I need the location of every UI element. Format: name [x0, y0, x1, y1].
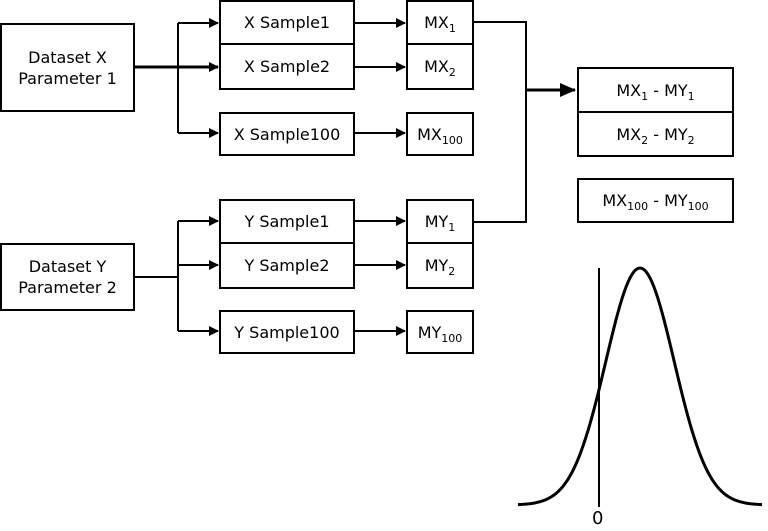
diff-100-box: MX100 - MY100: [577, 178, 734, 223]
y-sample-2-label: Y Sample2: [244, 256, 330, 275]
diff-1-label: MX1 - MY1: [616, 80, 695, 103]
my-100-label: MY100: [417, 322, 463, 345]
x-sample-100-box: X Sample100: [219, 112, 355, 156]
y-sample-1-label: Y Sample1: [244, 212, 330, 231]
diff-2-label: MX2 - MY2: [616, 124, 695, 147]
x-sample-1-box: X Sample1: [219, 0, 355, 45]
x-sample-1-label: X Sample1: [243, 13, 331, 32]
x-sample-100-label: X Sample100: [233, 124, 341, 144]
distribution-plot: [517, 266, 763, 507]
my-2-box: MY2: [406, 242, 474, 289]
my-2-label: MY2: [424, 256, 456, 278]
diff-1-box: MX1 - MY1: [577, 67, 734, 113]
my-100-box: MY100: [406, 310, 474, 354]
y-sample-1-box: Y Sample1: [219, 199, 355, 244]
y-sample-100-box: Y Sample100: [219, 310, 355, 354]
dataset-y-parameter: Parameter 2: [18, 278, 117, 297]
diff-2-box: MX2 - MY2: [577, 111, 734, 157]
zero-tick-label: 0: [592, 508, 604, 529]
mx-100-label: MX100: [417, 124, 463, 147]
dataset-x-parameter: Parameter 1: [18, 68, 117, 88]
diff-100-label: MX100 - MY100: [602, 191, 709, 213]
bell-curve: [517, 266, 763, 507]
dataset-x-name: Dataset X: [28, 47, 107, 67]
x-sample-2-label: X Sample2: [243, 57, 331, 76]
dataset-x-box: Dataset X Parameter 1: [0, 23, 135, 112]
my-1-label: MY1: [424, 212, 456, 234]
my-1-box: MY1: [406, 199, 474, 244]
x-sample-2-box: X Sample2: [219, 43, 355, 90]
mx-1-label: MX1: [424, 13, 456, 35]
mx-1-box: MX1: [406, 0, 474, 45]
mx-2-box: MX2: [406, 43, 474, 90]
mx-100-box: MX100: [406, 112, 474, 156]
y-sample-2-box: Y Sample2: [219, 242, 355, 289]
dataset-y-box: Dataset Y Parameter 2: [0, 243, 135, 311]
y-sample-100-label: Y Sample100: [234, 322, 340, 342]
dataset-y-name: Dataset Y: [28, 257, 107, 276]
mx-2-label: MX2: [424, 57, 456, 79]
